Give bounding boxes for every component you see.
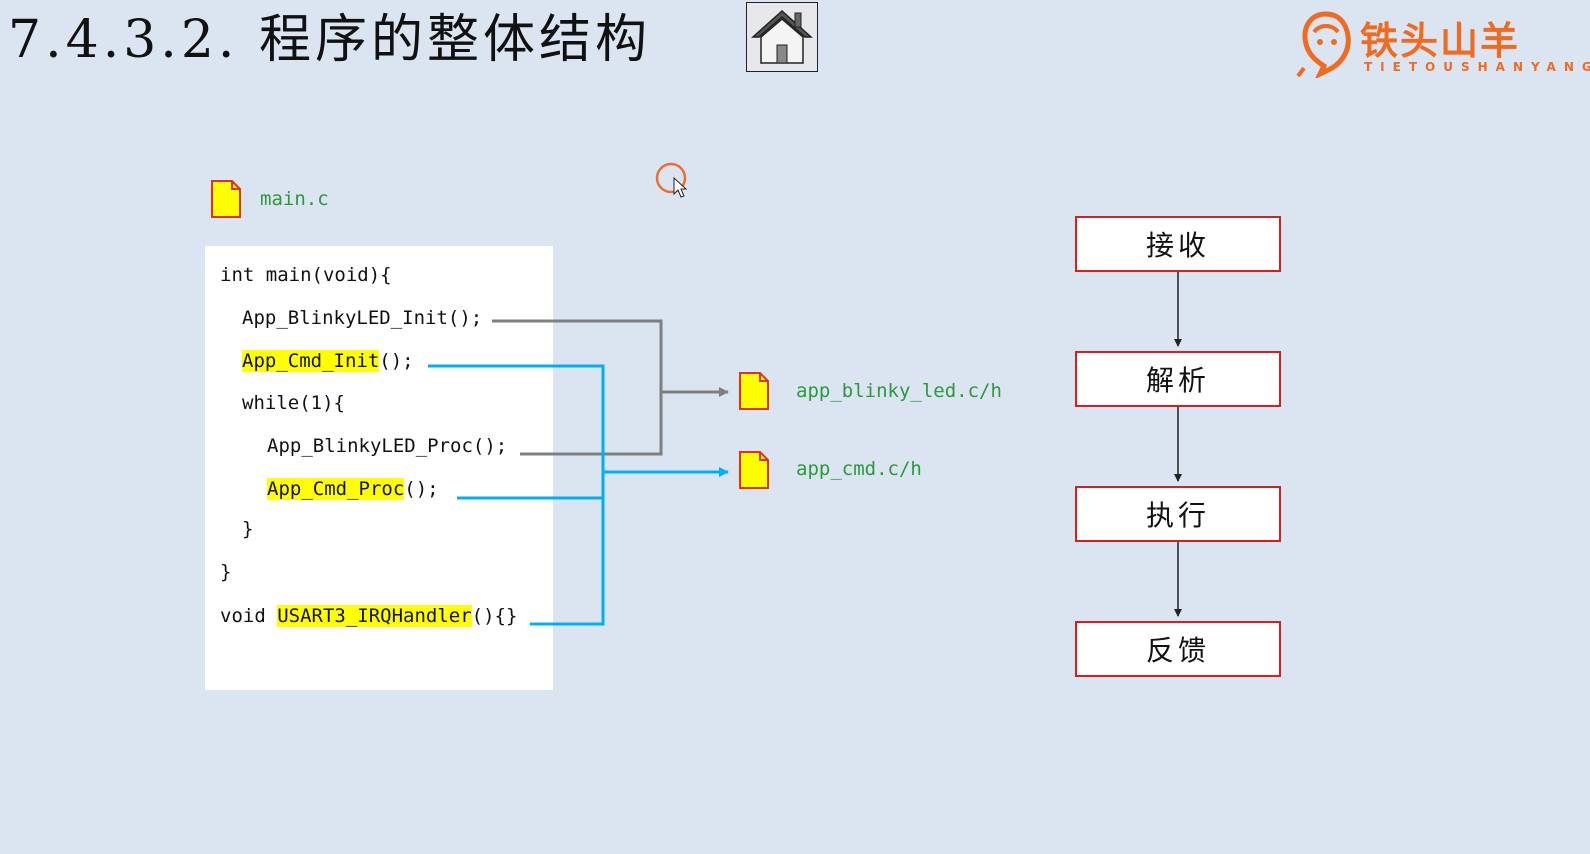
highlight-irq: USART3_IRQHandler [277,605,472,627]
home-button[interactable] [746,2,818,72]
code-line-while: while(1){ [242,392,345,414]
filename-cmd: app_cmd.c/h [796,458,922,480]
cursor-icon [655,162,688,198]
code-line-cmd-proc: App_Cmd_Proc(); [267,476,439,502]
goat-head-icon [1296,11,1351,80]
code-line-blinky-init: App_BlinkyLED_Init(); [242,307,483,329]
code-line-main: int main(void){ [220,264,392,286]
brand-logo: 铁头山羊 TIETOUSHANYANG [1296,8,1590,80]
code-line-irq-rest: (){} [471,605,518,627]
code-line-cmd-init-rest: (); [379,350,414,372]
code-line-cmd-init: App_Cmd_Init(); [242,348,414,374]
logo-subtext: TIETOUSHANYANG [1364,60,1590,74]
home-icon [751,9,813,64]
file-icon [739,451,769,489]
file-icon [211,180,241,218]
filename-blinky: app_blinky_led.c/h [796,380,1002,402]
code-line-while-close: } [242,518,254,540]
highlight-cmd-proc: App_Cmd_Proc [267,478,405,500]
page-title: 7.4.3.2. 程序的整体结构 [8,10,651,70]
flow-step-feedback: 反馈 [1075,621,1281,677]
code-line-irq-pre: void [220,605,278,627]
flow-step-parse: 解析 [1075,351,1281,407]
flow-step-execute: 执行 [1075,486,1281,542]
code-line-cmd-proc-rest: (); [404,478,439,500]
flow-step-receive: 接收 [1075,216,1281,272]
code-line-blinky-proc: App_BlinkyLED_Proc(); [267,435,508,457]
logo-text: 铁头山羊 [1360,19,1521,63]
filename-main: main.c [260,188,329,210]
code-line-main-close: } [220,561,232,583]
code-line-irq: void USART3_IRQHandler(){} [220,603,517,629]
highlight-cmd-init: App_Cmd_Init [242,350,380,372]
code-panel: int main(void){ App_BlinkyLED_Init(); Ap… [205,246,553,690]
file-icon [739,372,769,410]
